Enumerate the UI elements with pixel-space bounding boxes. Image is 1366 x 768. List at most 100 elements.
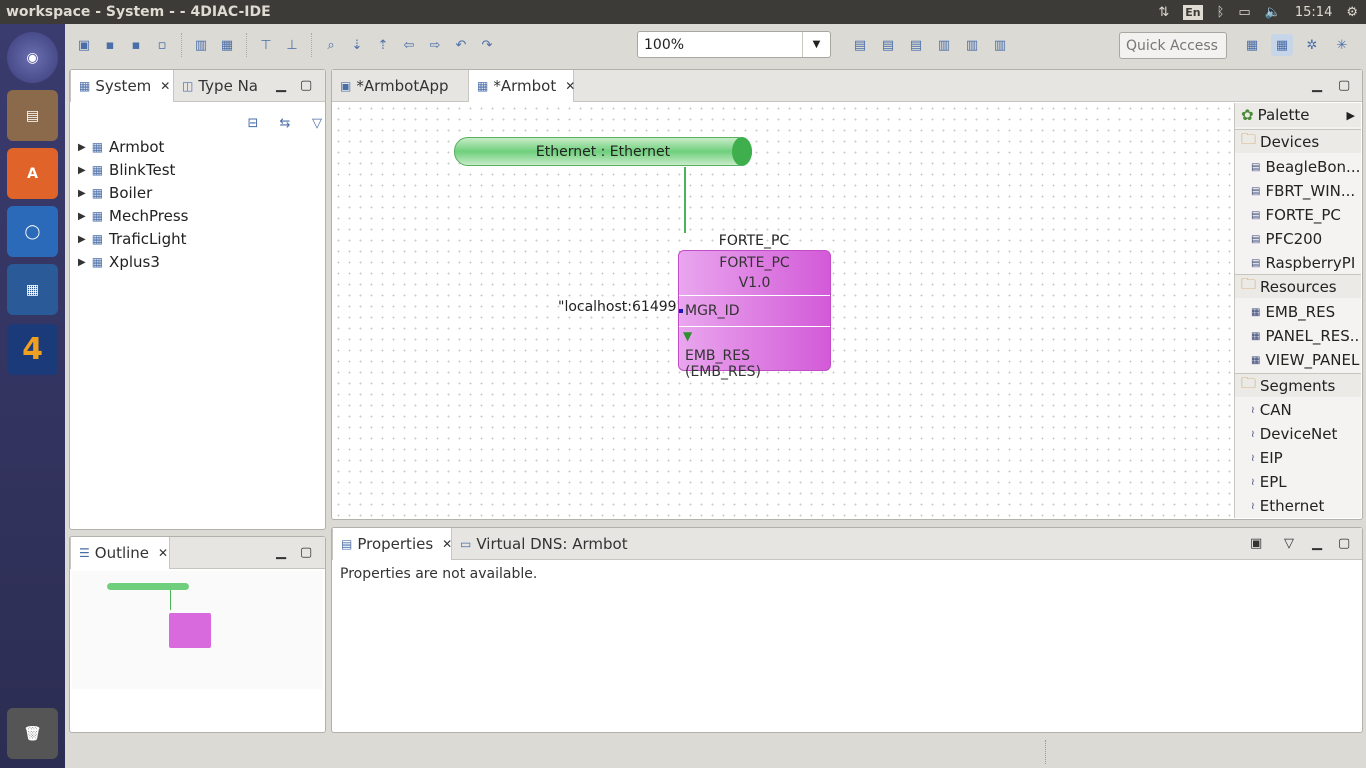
palette-item[interactable]: ▦PANEL_RES...: [1251, 327, 1361, 345]
redo-icon[interactable]: ↷: [481, 37, 493, 53]
system-perspective-icon[interactable]: ▦: [1271, 34, 1293, 56]
tree-item-traficlight[interactable]: ▶▦TraficLight: [78, 230, 187, 248]
files-icon[interactable]: ▤: [7, 90, 58, 141]
tab-type-navigator[interactable]: ◫ Type Na: [174, 70, 266, 102]
chromium-icon[interactable]: ◯: [7, 206, 58, 257]
open-perspective-icon[interactable]: ▦: [1245, 37, 1259, 53]
expand-icon[interactable]: ▶: [78, 233, 86, 245]
ubuntu-dash-icon[interactable]: ◉: [7, 32, 58, 83]
palette-item[interactable]: ▤PFC200: [1251, 230, 1361, 248]
tab-virtual-dns[interactable]: ▭ Virtual DNS: Armbot: [452, 528, 636, 560]
close-icon[interactable]: ✕: [158, 546, 169, 560]
bluetooth-icon[interactable]: ᛒ: [1216, 4, 1225, 20]
palette-item[interactable]: ≀DeviceNet: [1251, 425, 1361, 443]
tree-item-mechpress[interactable]: ▶▦MechPress: [78, 207, 188, 225]
4diac-icon[interactable]: 4: [7, 324, 58, 375]
expand-resources-icon[interactable]: ▼: [683, 329, 693, 343]
close-icon[interactable]: ✕: [442, 537, 453, 551]
align-middle-icon[interactable]: ▥: [965, 37, 979, 53]
back-icon[interactable]: ⇦: [403, 37, 415, 53]
palette-item[interactable]: ≀EIP: [1251, 449, 1361, 467]
align2-icon[interactable]: ⊥: [286, 37, 298, 53]
device-instance-name[interactable]: FORTE_PC: [718, 233, 790, 249]
palette-item[interactable]: ▤FBRT_WIN...: [1251, 182, 1361, 200]
forward-icon[interactable]: ⇨: [429, 37, 441, 53]
align-left-icon[interactable]: ▤: [853, 37, 867, 53]
tab-armbot[interactable]: ▦ *Armbot ✕: [468, 70, 576, 102]
expand-icon[interactable]: ▶: [78, 164, 86, 176]
collapse-all-icon[interactable]: ⊟: [247, 115, 259, 131]
palette-group-devices[interactable]: 🗀 Devices: [1235, 129, 1361, 153]
tree-item-blinktest[interactable]: ▶▦BlinkTest: [78, 161, 175, 179]
palette-item[interactable]: ≀Ethernet: [1251, 497, 1361, 515]
palette-item[interactable]: ▤RaspberryPI: [1251, 254, 1361, 272]
expand-icon[interactable]: ▶: [78, 256, 86, 268]
pin-icon[interactable]: ▣: [1250, 536, 1263, 551]
palette-item[interactable]: ▤FORTE_PC: [1251, 206, 1361, 224]
palette-group-resources[interactable]: 🗀 Resources: [1235, 274, 1361, 298]
system-configuration-canvas[interactable]: Ethernet : Ethernet FORTE_PC "localhost:…: [333, 103, 1234, 518]
chevron-down-icon[interactable]: ▼: [802, 32, 830, 57]
minimize-icon[interactable]: ▁: [1312, 78, 1322, 93]
mgr-id-value[interactable]: "localhost:61499": [558, 299, 683, 315]
layout-icon[interactable]: ▥: [194, 37, 208, 53]
align-top-icon[interactable]: ▥: [937, 37, 951, 53]
view-menu-icon[interactable]: ▽: [312, 115, 322, 131]
network-icon[interactable]: ⇅: [1158, 4, 1170, 20]
tab-properties[interactable]: ▤ Properties ✕: [332, 528, 452, 560]
tab-system[interactable]: ▦ System ✕: [70, 70, 174, 102]
new-icon[interactable]: ▣: [77, 37, 91, 53]
palette-header[interactable]: ✿ Palette ▶: [1235, 103, 1361, 127]
align-center-icon[interactable]: ▤: [881, 37, 895, 53]
deploy-perspective-icon[interactable]: ✳: [1336, 37, 1348, 53]
palette-group-segments[interactable]: 🗀 Segments: [1235, 373, 1361, 397]
palette-item[interactable]: ▦VIEW_PANEL: [1251, 351, 1361, 369]
tab-outline[interactable]: ☰ Outline ✕: [70, 537, 170, 569]
tab-armbotapp[interactable]: ▣ *ArmbotApp: [332, 70, 468, 102]
minimize-icon[interactable]: ▁: [276, 545, 286, 560]
align-icon[interactable]: ⊤: [260, 37, 272, 53]
layout2-icon[interactable]: ▦: [220, 37, 234, 53]
minimize-icon[interactable]: ▁: [1312, 536, 1322, 551]
writer-icon[interactable]: ▦: [7, 264, 58, 315]
palette-item[interactable]: ▤BeagleBon...: [1251, 158, 1361, 176]
chevron-right-icon[interactable]: ▶: [1346, 108, 1355, 122]
outline-thumbnail[interactable]: [72, 571, 323, 689]
expand-icon[interactable]: ▶: [78, 187, 86, 199]
palette-item[interactable]: ≀EPL: [1251, 473, 1361, 491]
volume-icon[interactable]: 🔈: [1264, 4, 1281, 20]
save-icon[interactable]: ▪: [105, 37, 115, 53]
clock[interactable]: 15:14: [1294, 4, 1333, 20]
expand-icon[interactable]: ▶: [78, 210, 86, 222]
print-icon[interactable]: ▫: [157, 37, 167, 53]
device-forte-pc[interactable]: FORTE_PC V1.0 MGR_ID ▼ EMB_RES (EMB_RES): [678, 250, 831, 380]
ethernet-segment[interactable]: Ethernet : Ethernet: [454, 137, 752, 166]
software-center-icon[interactable]: A: [7, 148, 58, 199]
tree-item-xplus3[interactable]: ▶▦Xplus3: [78, 253, 160, 271]
maximize-icon[interactable]: ▢: [1338, 78, 1351, 93]
undo-icon[interactable]: ↶: [455, 37, 467, 53]
trash-icon[interactable]: 🗑: [7, 708, 58, 759]
expand-icon[interactable]: ▶: [78, 141, 86, 153]
gear-icon[interactable]: ⚙: [1346, 4, 1358, 20]
maximize-icon[interactable]: ▢: [1338, 536, 1351, 551]
search-icon[interactable]: ⌕: [327, 37, 335, 53]
close-icon[interactable]: ✕: [565, 79, 576, 93]
link-editor-icon[interactable]: ⇆: [279, 115, 291, 131]
keyboard-language[interactable]: En: [1183, 4, 1203, 20]
save-all-icon[interactable]: ▪: [131, 37, 141, 53]
nav-down-icon[interactable]: ⇣: [351, 37, 363, 53]
quick-access-input[interactable]: Quick Access: [1119, 32, 1227, 59]
view-menu-icon[interactable]: ▽: [1284, 536, 1294, 551]
device-resource[interactable]: EMB_RES (EMB_RES): [685, 348, 761, 380]
input-port[interactable]: [679, 309, 683, 313]
nav-up-icon[interactable]: ⇡: [377, 37, 389, 53]
segment-device-link[interactable]: [684, 167, 686, 233]
align-bottom-icon[interactable]: ▥: [993, 37, 1007, 53]
device-input-mgr-id[interactable]: MGR_ID: [685, 303, 740, 319]
maximize-icon[interactable]: ▢: [300, 78, 313, 93]
maximize-icon[interactable]: ▢: [300, 545, 313, 560]
debug-perspective-icon[interactable]: ✲: [1306, 37, 1318, 53]
zoom-combo[interactable]: 100% ▼: [637, 31, 831, 58]
palette-item[interactable]: ≀CAN: [1251, 401, 1361, 419]
